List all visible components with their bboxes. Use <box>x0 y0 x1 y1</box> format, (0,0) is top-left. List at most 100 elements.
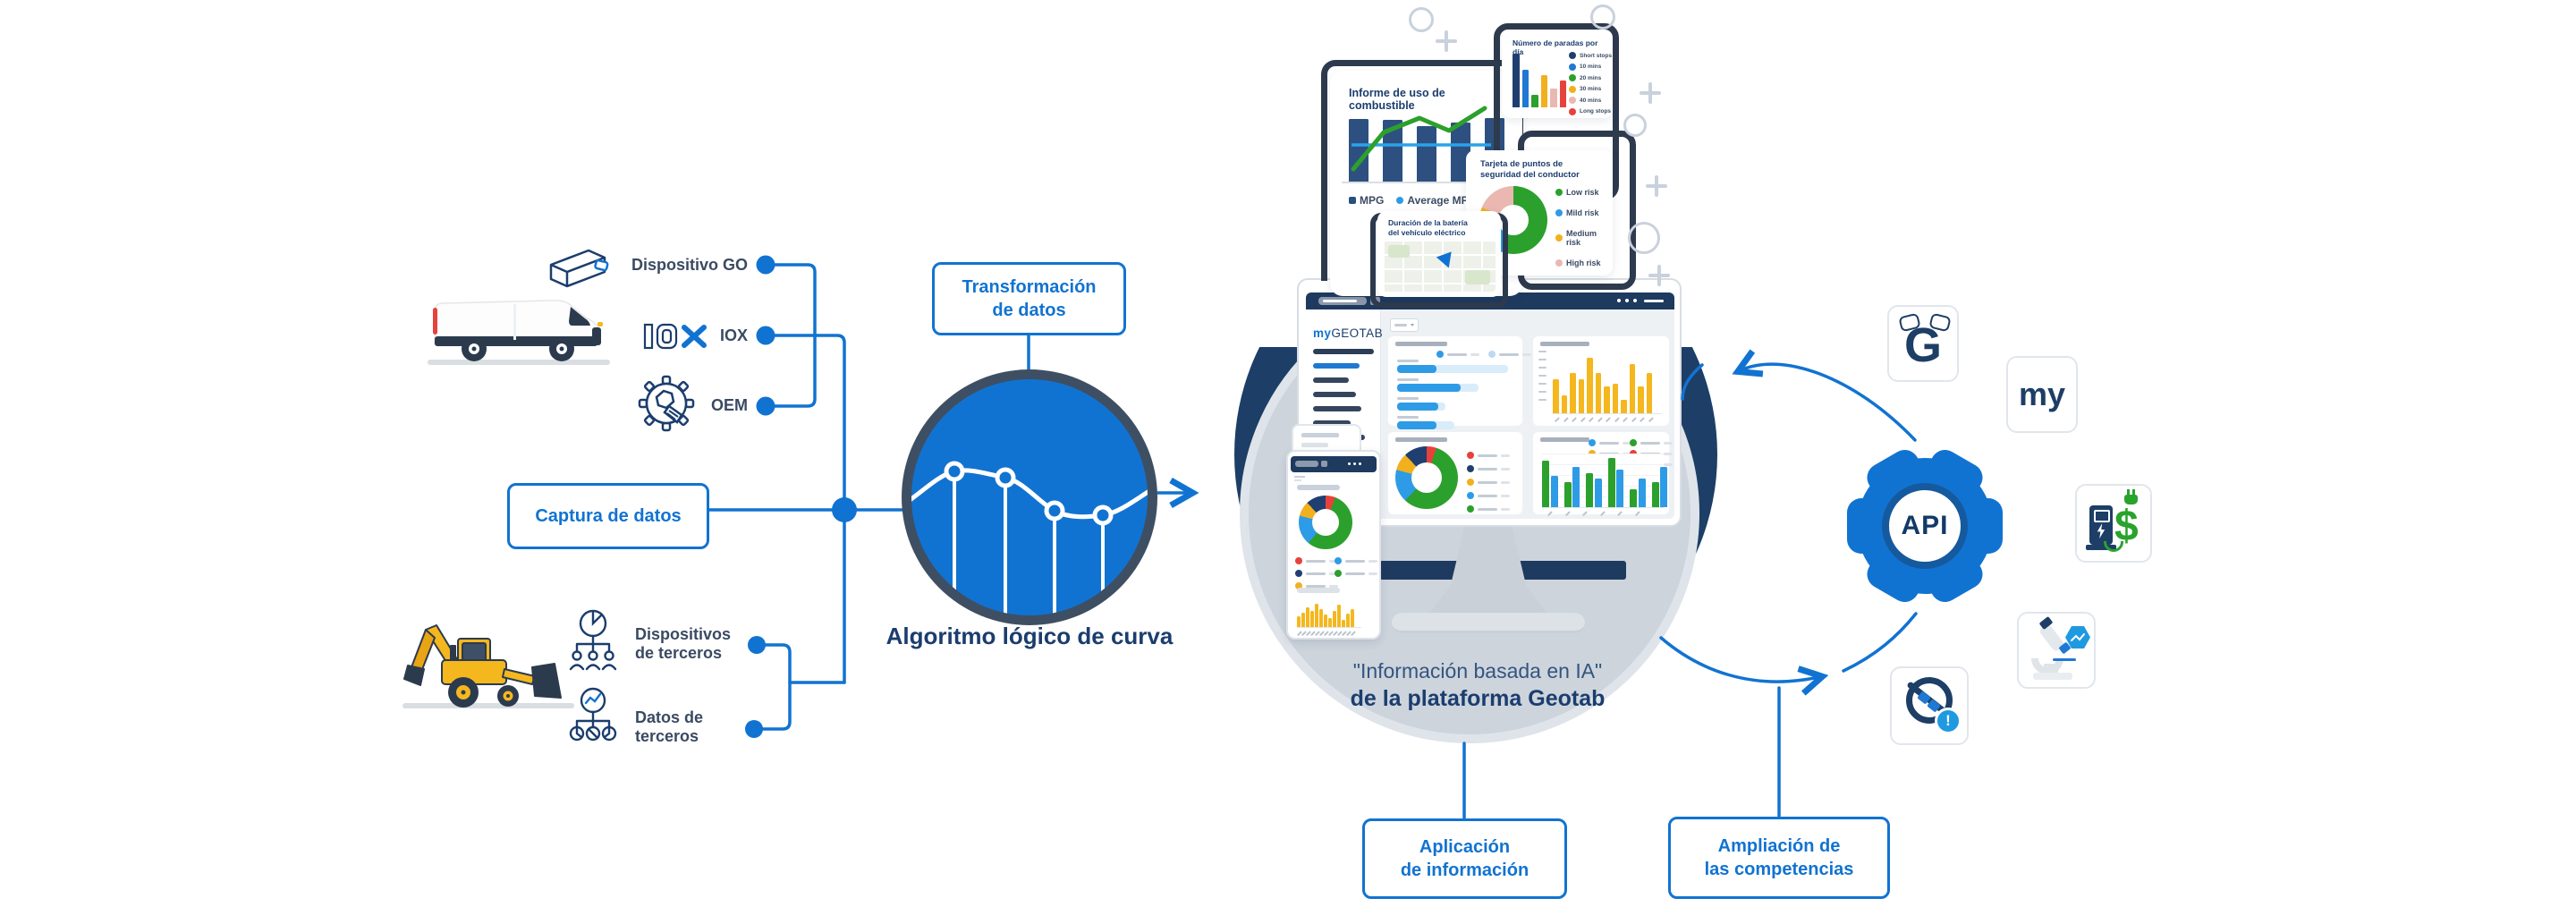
sidebar-nav-item <box>1313 349 1374 354</box>
status-donut <box>1395 446 1458 509</box>
legend-item <box>1589 439 1631 446</box>
url-search-input <box>1318 297 1367 305</box>
legend-item <box>1630 439 1673 446</box>
third-party-devices-label: Dispositivos de terceros <box>635 625 732 662</box>
bar <box>1451 123 1470 182</box>
logo-geotab: GEOTAB <box>1331 326 1383 340</box>
legend-item <box>1335 570 1377 577</box>
bar <box>1346 614 1350 627</box>
iox-label: IOX <box>719 326 748 344</box>
sidebar-nav-item <box>1313 406 1361 411</box>
device-go-label: Dispositivo GO <box>631 256 748 274</box>
go-device-icon <box>549 249 609 288</box>
phone-dots-icon <box>1353 462 1356 465</box>
captura-datos-box: Captura de datos <box>507 483 709 549</box>
bar <box>1513 54 1520 107</box>
platform-caption: "Información basada en IA" de la platafo… <box>1308 659 1648 712</box>
ev-charging-cost-icon: $ <box>2075 484 2152 563</box>
bar <box>1604 386 1610 413</box>
phone-dots-icon <box>1359 462 1361 465</box>
bar <box>1561 395 1567 413</box>
platform-caption-line1: "Información basada en IA" <box>1352 659 1603 682</box>
legend-item: Short stops <box>1569 52 1612 59</box>
lightning-bolt-icon <box>2097 523 2106 538</box>
legend-item <box>1295 557 1338 564</box>
bar <box>1319 609 1323 627</box>
panel-hbar-chart <box>1388 336 1531 429</box>
bar-group <box>1607 458 1623 507</box>
battery-map <box>1383 240 1496 292</box>
legend-item <box>1467 492 1510 499</box>
phone-legend-col1 <box>1295 557 1338 589</box>
phone-legend-col2 <box>1335 557 1377 577</box>
panel-grouped-bar-chart <box>1533 432 1673 516</box>
safety-card-title-1: Tarjeta de puntos de <box>1480 159 1563 169</box>
legend-item <box>1467 479 1510 486</box>
bar <box>1540 75 1547 107</box>
panel-donut-chart <box>1388 432 1522 514</box>
hbar-row <box>1397 397 1515 411</box>
grouped-bars <box>1542 454 1667 508</box>
third-party-data-label: Datos de terceros <box>635 708 704 745</box>
node-dot <box>756 396 775 416</box>
excavator-illustration <box>402 624 574 708</box>
legend-item <box>1295 582 1338 589</box>
window-dash-icon <box>1644 300 1664 302</box>
bar <box>1351 609 1354 627</box>
cycle-arc-bottom <box>1659 636 1829 696</box>
window-dots-icon <box>1617 299 1621 302</box>
window-dots-icon <box>1633 299 1637 302</box>
alert-badge-icon: ! <box>1935 708 1962 734</box>
bar <box>1638 386 1644 413</box>
stops-bars <box>1513 52 1566 107</box>
legend-item <box>1467 505 1510 513</box>
oem-gear-icon <box>638 375 695 432</box>
cycle-arc-bottom-tail <box>1842 612 1918 673</box>
panel-yellow-bar-chart <box>1533 336 1669 426</box>
window-dots-icon <box>1625 299 1629 302</box>
algoritmo-caption: Algoritmo lógico de curva <box>886 623 1174 649</box>
bar <box>1531 95 1538 107</box>
legend-item: Long stops <box>1569 107 1612 115</box>
bar-group <box>1630 479 1646 507</box>
api-label: API <box>1901 511 1949 540</box>
legend-item: Medium risk <box>1555 229 1613 247</box>
wire-terceros-bracket <box>752 643 792 731</box>
phone <box>1286 450 1381 640</box>
bar <box>1310 611 1314 627</box>
curve-algorithm-circle <box>902 369 1157 625</box>
phone-dots-icon <box>1348 462 1351 465</box>
yellow-bars <box>1553 351 1662 414</box>
decorative-circle-icon <box>1590 4 1615 30</box>
donut-legend <box>1467 452 1510 513</box>
phone-donut-chart <box>1299 496 1352 549</box>
fuel-card-title: Informe de uso de combustible <box>1349 87 1445 112</box>
bar <box>1337 605 1341 627</box>
bar <box>1612 384 1618 413</box>
bar <box>1383 120 1402 182</box>
mygeotab-logo: myGEOTAB <box>1313 326 1383 340</box>
bar <box>1559 81 1566 107</box>
hbar-row <box>1397 378 1515 392</box>
bar <box>1621 400 1627 413</box>
legend-item <box>1467 465 1510 472</box>
charging-station-icon <box>2089 505 2113 545</box>
my-letter: my <box>2018 376 2066 412</box>
bar <box>1521 70 1529 107</box>
cycle-arc-top <box>1732 349 1917 442</box>
legend-item <box>1295 570 1338 577</box>
decorative-plus-icon <box>1646 175 1667 197</box>
hbar-rows <box>1397 360 1515 435</box>
legend-item <box>1467 452 1510 459</box>
node-dot <box>756 326 775 345</box>
bar <box>1570 373 1576 413</box>
wire-iox-down <box>764 334 846 684</box>
bar-group <box>1563 467 1580 507</box>
van-illustration <box>428 300 610 365</box>
decorative-plus-icon <box>1640 82 1661 104</box>
mpg-trend-line <box>1351 106 1487 172</box>
node-dot <box>745 720 763 738</box>
decorative-plus-icon <box>1436 30 1457 52</box>
